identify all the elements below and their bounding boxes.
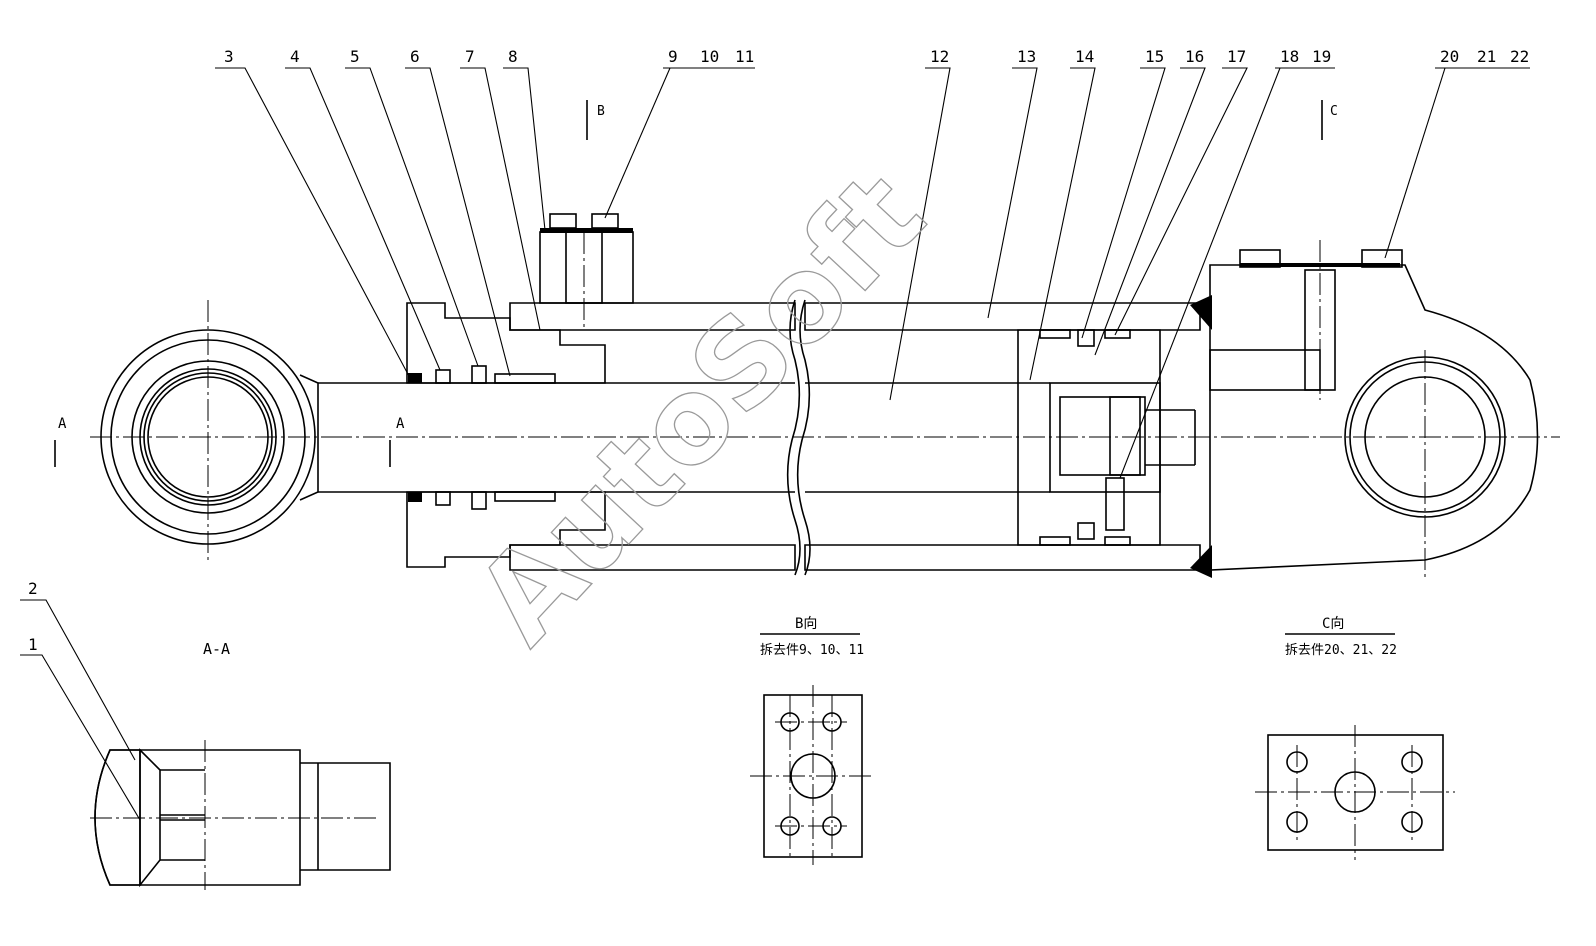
- piston: [1017, 329, 1196, 546]
- section-marker-left: A: [58, 416, 67, 432]
- callout-8: 8: [508, 47, 518, 66]
- cylinder-assembly: A A B C: [54, 100, 1560, 580]
- callout-22: 22: [1510, 47, 1529, 66]
- cylinder-base: [1190, 240, 1539, 580]
- callout-13: 13: [1017, 47, 1036, 66]
- callout-2: 2: [28, 579, 38, 598]
- callout-9: 9: [668, 47, 678, 66]
- piston-rod: [318, 382, 1560, 493]
- view-c: C向 拆去件20、21、22: [1255, 616, 1455, 860]
- callout-5: 5: [350, 47, 360, 66]
- watermark: AutoSoft: [450, 146, 951, 669]
- callout-15: 15: [1145, 47, 1164, 66]
- view-b-subtitle: 拆去件9、10、11: [760, 643, 864, 658]
- callout-leaders: [215, 67, 1530, 479]
- view-c-marker: C: [1330, 104, 1338, 119]
- callout-11: 11: [735, 47, 754, 66]
- callout-12: 12: [930, 47, 949, 66]
- callout-labels: 3 4 5 6 7 8 9 10 11 12 13 14 15 16 17 18…: [224, 47, 1529, 66]
- view-b-marker: B: [597, 104, 605, 119]
- callout-19: 19: [1312, 47, 1331, 66]
- section-a-markers: A A: [54, 416, 405, 467]
- view-c-subtitle: 拆去件20、21、22: [1285, 643, 1397, 658]
- view-b-title: B向: [795, 616, 817, 632]
- view-c-title: C向: [1322, 616, 1344, 632]
- section-a-a-title: A-A: [203, 640, 230, 658]
- callout-4: 4: [290, 47, 300, 66]
- rod-end-port-block: [539, 213, 634, 330]
- section-marker-right: A: [396, 416, 405, 432]
- callout-21: 21: [1477, 47, 1496, 66]
- callout-17: 17: [1227, 47, 1246, 66]
- rod-eye: [90, 300, 330, 560]
- callout-18: 18: [1280, 47, 1299, 66]
- callout-6: 6: [410, 47, 420, 66]
- callout-10: 10: [700, 47, 719, 66]
- callout-3: 3: [224, 47, 234, 66]
- callout-20: 20: [1440, 47, 1459, 66]
- callout-14: 14: [1075, 47, 1094, 66]
- view-b: B向 拆去件9、10、11: [750, 616, 875, 865]
- callout-16: 16: [1185, 47, 1204, 66]
- section-a-a-view: A-A 2 1: [20, 579, 391, 890]
- view-markers: B C: [586, 100, 1338, 140]
- callout-7: 7: [465, 47, 475, 66]
- callout-1: 1: [28, 635, 38, 654]
